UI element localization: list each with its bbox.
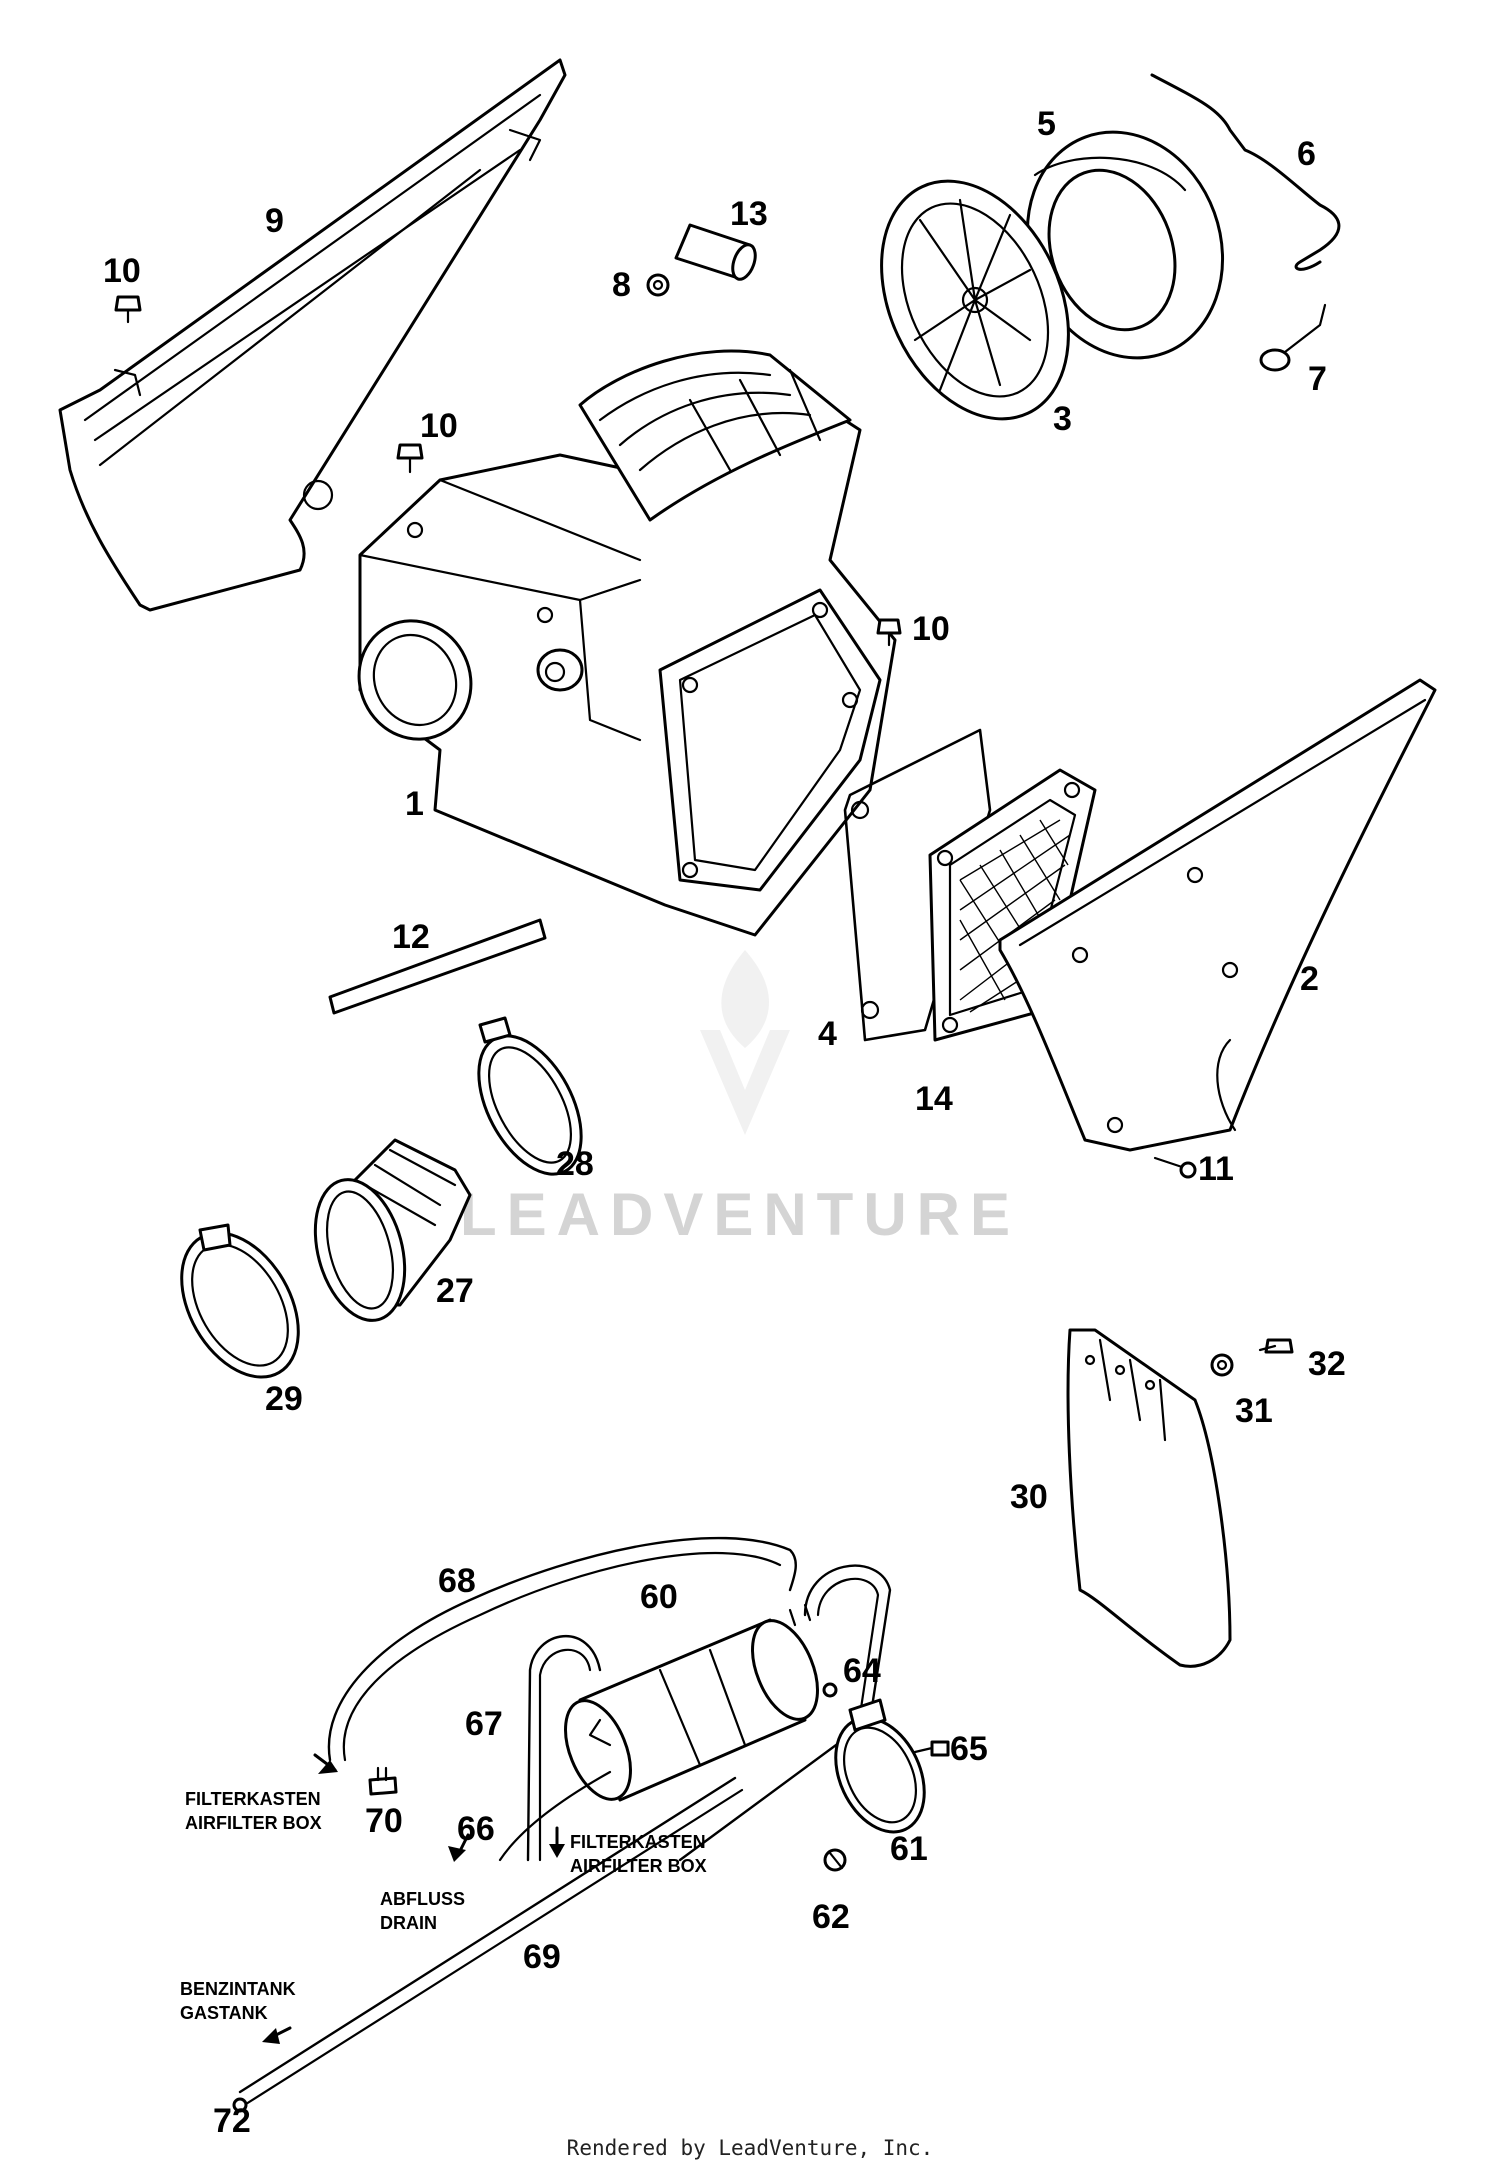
part-2-right-side-cover[interactable] — [998, 678, 1437, 1152]
callout-27: 27 — [436, 1272, 474, 1310]
callout-66: 66 — [457, 1810, 495, 1848]
callout-9: 9 — [265, 202, 284, 240]
part-60-canister[interactable] — [553, 1603, 831, 1809]
callout-62: 62 — [812, 1898, 850, 1936]
arrow-icon — [448, 1833, 470, 1862]
callout-10c: 10 — [912, 610, 950, 648]
callout-31: 31 — [1235, 1392, 1273, 1430]
part-10-screw-b[interactable] — [396, 443, 424, 474]
part-3-filter-cage[interactable] — [845, 151, 1105, 449]
part-27-intake-boot[interactable] — [301, 1138, 472, 1330]
part-14-filter-grid[interactable] — [928, 768, 1097, 1042]
watermark-logo — [700, 950, 790, 1135]
callout-65: 65 — [950, 1730, 988, 1768]
part-7-plug[interactable] — [1259, 303, 1327, 372]
arrow-icon — [549, 1826, 565, 1858]
watermark-text: LEADVENTURE — [460, 1181, 1020, 1248]
callout-30: 30 — [1010, 1478, 1048, 1516]
part-6-retaining-wire[interactable] — [1150, 73, 1341, 271]
callout-68: 68 — [438, 1562, 476, 1600]
callout-60: 60 — [640, 1578, 678, 1616]
note-airfilter-box-left: AIRFILTER BOX — [185, 1813, 322, 1833]
callout-13: 13 — [730, 195, 768, 233]
part-10-screw-a[interactable] — [114, 295, 142, 324]
callout-labels: 1 2 3 4 5 6 7 8 9 10 10 10 11 12 13 14 2… — [103, 105, 1346, 2140]
callout-72: 72 — [213, 2102, 251, 2140]
callout-28: 28 — [556, 1145, 594, 1183]
part-29-hose-clamp[interactable] — [158, 1212, 323, 1397]
callout-70: 70 — [365, 1802, 403, 1840]
note-filterkasten-left: FILTERKASTEN — [185, 1789, 321, 1809]
arrow-icon — [262, 2026, 292, 2044]
callout-10a: 10 — [103, 252, 141, 290]
callout-6: 6 — [1297, 135, 1316, 173]
callout-10b: 10 — [420, 407, 458, 445]
part-11-bolt[interactable] — [1153, 1156, 1197, 1179]
callout-4: 4 — [818, 1015, 837, 1053]
callout-2: 2 — [1300, 960, 1319, 998]
part-32-screw[interactable] — [1258, 1338, 1294, 1354]
part-13-sleeve[interactable] — [674, 223, 760, 282]
callout-12: 12 — [392, 918, 430, 956]
callout-5: 5 — [1037, 105, 1056, 143]
direction-notes: FILTERKASTEN AIRFILTER BOX FILTERKASTEN … — [180, 1789, 707, 2023]
note-filterkasten-right: FILTERKASTEN — [570, 1832, 706, 1852]
callout-32: 32 — [1308, 1345, 1346, 1383]
part-28-hose-clamp[interactable] — [458, 1016, 603, 1191]
footer-credit: Rendered by LeadVenture, Inc. — [566, 2136, 934, 2160]
part-10-screw-c[interactable] — [876, 618, 902, 647]
callout-14: 14 — [915, 1080, 953, 1118]
callout-1: 1 — [405, 785, 424, 823]
note-gastank: GASTANK — [180, 2003, 268, 2023]
part-8-nut[interactable] — [646, 273, 670, 297]
part-64-screw[interactable] — [822, 1682, 838, 1698]
part-9-left-side-cover[interactable] — [58, 58, 567, 612]
callout-3: 3 — [1053, 400, 1072, 438]
part-67-hose[interactable] — [526, 1634, 602, 1862]
part-65-screw[interactable] — [913, 1740, 950, 1757]
callout-29: 29 — [265, 1380, 303, 1418]
callout-7: 7 — [1308, 360, 1327, 398]
note-abfluss: ABFLUSS — [380, 1889, 465, 1909]
part-30-flap[interactable] — [1066, 1328, 1232, 1668]
note-airfilter-box-right: AIRFILTER BOX — [570, 1856, 707, 1876]
callout-8: 8 — [612, 266, 631, 304]
callout-64: 64 — [843, 1652, 881, 1690]
callout-61: 61 — [890, 1830, 928, 1868]
part-72-fitting[interactable] — [232, 2097, 248, 2113]
part-66-drain-hose[interactable] — [498, 1770, 612, 1862]
note-benzintank: BENZINTANK — [180, 1979, 296, 1999]
part-61-bracket-clamp[interactable] — [818, 1698, 941, 1846]
part-12-hose[interactable] — [328, 918, 547, 1015]
note-drain: DRAIN — [380, 1913, 437, 1933]
part-62-clip[interactable] — [823, 1848, 847, 1872]
part-31-nut[interactable] — [1210, 1353, 1234, 1377]
part-1-airbox[interactable] — [340, 349, 897, 937]
callout-67: 67 — [465, 1705, 503, 1743]
callout-11: 11 — [1198, 1150, 1234, 1188]
part-69-fuel-hose[interactable] — [238, 1776, 744, 2106]
arrow-icon — [313, 1753, 338, 1774]
part-70-fitting[interactable] — [368, 1766, 398, 1796]
callout-69: 69 — [523, 1938, 561, 1976]
